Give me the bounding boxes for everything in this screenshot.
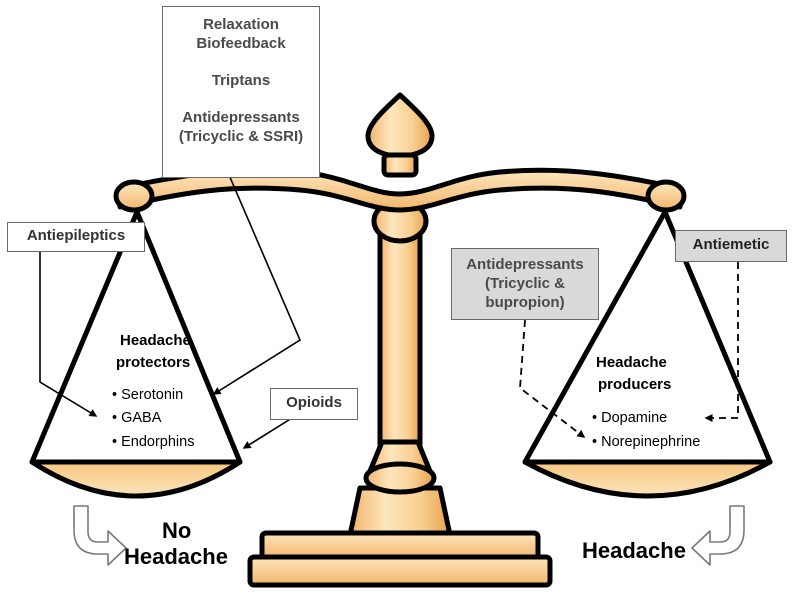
right-pan-heading-1: Headache [596,352,667,374]
arrow-top-drugs [214,168,300,394]
scale-finial [368,95,432,175]
top-box-line-2: Biofeedback [163,34,319,53]
opioids-label: Opioids [286,394,342,411]
top-box-spacer-1 [163,53,319,71]
opioids-box: Opioids [270,388,358,420]
outcome-headache: Headache [582,538,686,563]
antidep-right-line-1: Antidepressants [452,255,598,274]
curved-arrow-left-icon [74,506,126,565]
right-pan-heading-2: producers [598,374,671,396]
outcome-no-line-2: Headache [124,544,228,569]
left-pan-heading-2: protectors [116,352,190,374]
top-box-line-5: (Tricyclic & SSRI) [163,127,319,146]
antidep-right-line-3: bupropion) [452,293,598,312]
scale-base [250,488,550,585]
antidep-right-line-2: (Tricyclic & [452,274,598,293]
right-pan-item-norepinephrine: • Norepinephrine [592,431,700,454]
antidepressants-right-box: Antidepressants (Tricyclic & bupropion) [451,248,599,320]
right-pan-item-dopamine: • Dopamine [592,407,667,430]
scale-column [366,196,434,492]
top-box-line-4: Antidepressants [163,108,319,127]
antiepileptics-label: Antiepileptics [27,227,125,244]
curved-arrow-right-icon [692,506,744,565]
antiemetic-label: Antiemetic [693,236,770,253]
left-pan-item-endorphins: • Endorphins [112,431,194,454]
top-box-line-1: Relaxation [163,15,319,34]
left-pan-item-gaba: • GABA [112,407,161,430]
top-treatments-box: Relaxation Biofeedback Triptans Antidepr… [162,6,320,178]
left-pan-item-serotonin: • Serotonin [112,384,183,407]
left-pan-heading-1: Headache [120,330,191,352]
antiemetic-box: Antiemetic [675,230,787,262]
antiepileptics-box: Antiepileptics [7,222,145,252]
top-box-line-3: Triptans [163,71,319,90]
outcome-no-line-1: No [162,518,191,543]
arrow-opioids [244,418,292,448]
top-box-spacer-2 [163,90,319,108]
